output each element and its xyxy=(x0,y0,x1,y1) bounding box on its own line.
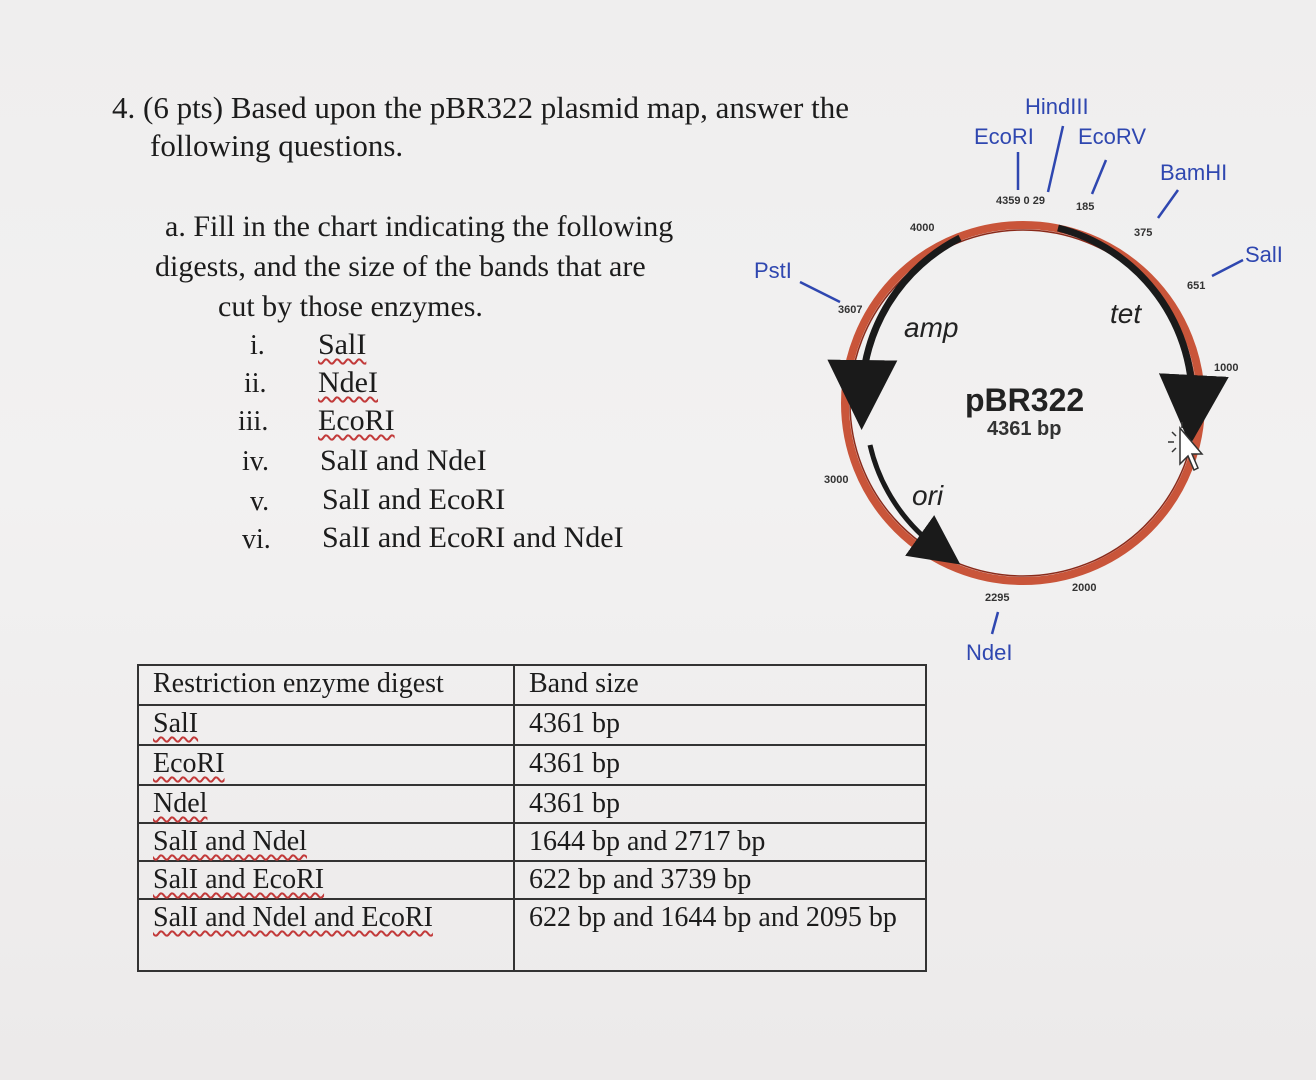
table-cell: 622 bp and 3739 bp xyxy=(513,860,927,900)
bamhi-tick xyxy=(1156,189,1180,219)
table-cell: 4361 bp xyxy=(513,744,927,786)
table-cell: 622 bp and 1644 bp and 2095 bp xyxy=(513,898,927,972)
part-a-line-2: digests, and the size of the bands that … xyxy=(155,250,646,283)
site-label-hindiii: HindIII xyxy=(1025,94,1089,119)
site-label-ndei: NdeI xyxy=(966,640,1013,665)
question-line-1: 4. (6 pts) Based upon the pBR322 plasmid… xyxy=(112,90,850,125)
site-label-bamhi: BamHI xyxy=(1160,160,1228,185)
table-cell: EcoRI xyxy=(137,744,515,786)
gene-label-tet: tet xyxy=(1110,298,1142,329)
table-row: SalI 4361 bp xyxy=(137,704,927,746)
table-row: SalI and Ndel and EcoRI 622 bp and 1644 … xyxy=(137,898,927,972)
list-item: EcoRI xyxy=(318,404,395,437)
table-cell: SalI xyxy=(137,704,515,746)
psti-tick xyxy=(799,280,841,304)
list-numeral: iii. xyxy=(238,406,269,437)
site-label-psti: PstI xyxy=(754,258,792,283)
table-cell: 4361 bp xyxy=(513,784,927,824)
tet-arrow xyxy=(1057,224,1229,445)
table-cell: 1644 bp and 2717 bp xyxy=(513,822,927,862)
gene-label-ori: ori xyxy=(912,480,944,511)
table-row: EcoRI 4361 bp xyxy=(137,744,927,786)
list-item: SalI and EcoRI and NdeI xyxy=(322,521,624,554)
site-label-ecori: EcoRI xyxy=(974,124,1034,149)
site-label-sali: SalI xyxy=(1245,242,1283,267)
site-label-ecorv: EcoRV xyxy=(1078,124,1147,149)
table-cell: SalI and Ndel xyxy=(137,822,515,862)
list-item: SalI and EcoRI xyxy=(322,483,506,516)
position-label: 4000 xyxy=(910,222,935,234)
position-label: 2295 xyxy=(985,592,1010,604)
position-label: 651 xyxy=(1187,280,1206,292)
sali-tick xyxy=(1211,258,1244,278)
answer-table: Restriction enzyme digest Band size SalI… xyxy=(137,664,927,972)
table-cell: SalI and Ndel and EcoRI xyxy=(137,898,515,972)
plasmid-size: 4361 bp xyxy=(987,418,1062,440)
list-item: SalI and NdeI xyxy=(320,444,487,477)
position-label: 3000 xyxy=(824,474,849,486)
table-row: Ndel 4361 bp xyxy=(137,784,927,824)
part-a-line-1: a. Fill in the chart indicating the foll… xyxy=(165,210,674,243)
table-cell: 4361 bp xyxy=(513,704,927,746)
position-label: 375 xyxy=(1134,227,1153,239)
plasmid-name: pBR322 xyxy=(965,382,1085,418)
list-numeral: iv. xyxy=(242,446,269,477)
gene-label-amp: amp xyxy=(904,312,959,343)
ecorv-tick xyxy=(1090,159,1108,195)
list-item: NdeI xyxy=(318,366,378,399)
question-line-2: following questions. xyxy=(150,128,404,163)
list-numeral: i. xyxy=(250,330,265,361)
mouse-cursor-icon xyxy=(1168,422,1204,472)
position-label: 3607 xyxy=(838,304,863,316)
table-header: Restriction enzyme digest xyxy=(137,664,515,706)
position-label: 2000 xyxy=(1072,582,1097,594)
list-numeral: ii. xyxy=(244,368,267,399)
table-cell: SalI and EcoRI xyxy=(137,860,515,900)
list-numeral: v. xyxy=(250,486,270,517)
part-a-line-3: cut by those enzymes. xyxy=(218,290,483,323)
position-label: 185 xyxy=(1076,201,1095,213)
table-header: Band size xyxy=(513,664,927,706)
position-label: 1000 xyxy=(1214,362,1239,374)
hindiii-tick xyxy=(1046,125,1065,193)
table-row: SalI and Ndel 1644 bp and 2717 bp xyxy=(137,822,927,862)
ori-arrow xyxy=(867,444,961,565)
list-item: SalI xyxy=(318,328,367,361)
amp-arrow xyxy=(827,234,962,430)
ndei-tick xyxy=(990,611,1000,635)
table-cell: Ndel xyxy=(137,784,515,824)
table-row: SalI and EcoRI 622 bp and 3739 bp xyxy=(137,860,927,900)
position-label: 4359 0 29 xyxy=(996,195,1045,207)
table-header-row: Restriction enzyme digest Band size xyxy=(137,664,927,706)
list-numeral: vi. xyxy=(242,524,271,555)
